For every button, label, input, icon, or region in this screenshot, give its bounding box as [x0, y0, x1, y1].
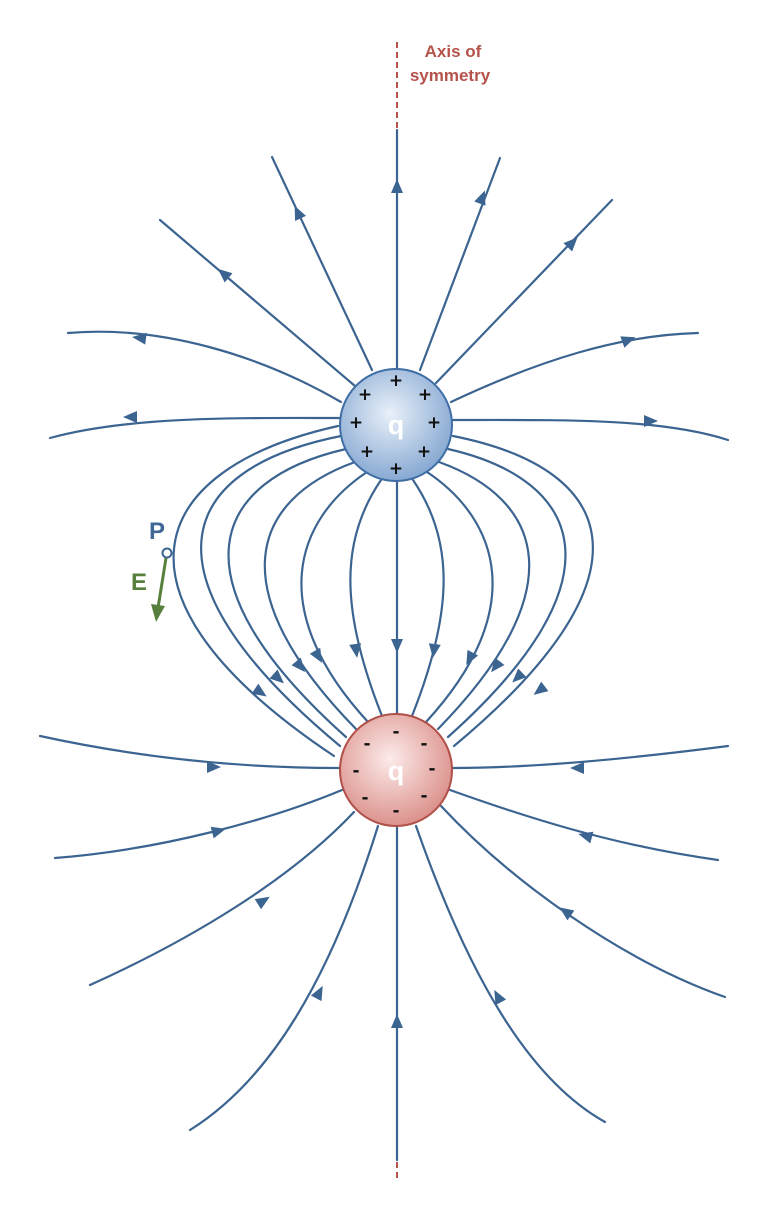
field-line: [414, 824, 607, 1124]
negative-sign: -: [392, 801, 399, 821]
field-line: [66, 330, 343, 404]
field-arrow-icon: [123, 411, 137, 423]
field-arrow-icon: [309, 647, 322, 663]
negative-signs: - - - - - - - -: [352, 722, 435, 821]
axis-label-line2: symmetry: [410, 66, 491, 85]
negative-sign: -: [420, 786, 427, 806]
field-arrow-icon: [428, 643, 441, 658]
positive-sign: +: [358, 385, 372, 405]
field-arrow-icon: [391, 179, 403, 193]
field-arrow-icon: [254, 896, 270, 910]
point-p: P: [149, 518, 173, 559]
field-arrow-icon: [578, 831, 594, 844]
field-lines: [38, 128, 730, 1162]
field-arrow-icon: [269, 669, 284, 684]
field-arrow-icon: [466, 649, 479, 666]
field-line: [410, 478, 445, 718]
field-line: [200, 434, 343, 748]
axis-label-line1: Axis of: [425, 42, 482, 61]
field-line: [451, 418, 730, 442]
field-arrow-icon: [310, 985, 323, 1002]
field-arrow-icon: [132, 332, 147, 345]
field-arrow-icon: [251, 683, 267, 697]
positive-charge: q + + + + + + + +: [339, 368, 453, 482]
field-vector-line: [156, 557, 168, 609]
field-arrow-icon: [620, 336, 636, 348]
field-vector-e: E: [131, 557, 168, 622]
negative-sign: -: [352, 761, 359, 781]
field-arrow-icon: [644, 415, 658, 427]
field-arrow-icon: [494, 989, 507, 1006]
field-line: [448, 788, 720, 862]
field-arrow-icon: [491, 657, 505, 673]
field-arrow-icon: [533, 681, 549, 695]
field-line: [270, 155, 374, 372]
field-arrow-icon: [349, 643, 362, 658]
negative-charge: q - - - - - - - -: [339, 713, 453, 827]
field-arrow-icon: [512, 668, 527, 683]
field-arrow-icon: [391, 1014, 403, 1028]
field-line: [418, 156, 502, 372]
negative-sign: -: [392, 722, 399, 742]
field-vector-label: E: [131, 569, 147, 596]
field-arrow-icon: [570, 762, 584, 774]
positive-sign: +: [389, 459, 403, 479]
negative-sign: -: [363, 734, 370, 754]
field-line: [53, 788, 344, 860]
positive-sign: +: [417, 442, 431, 462]
field-line: [446, 447, 567, 739]
positive-sign: +: [427, 413, 441, 433]
field-line: [172, 424, 340, 758]
field-line: [48, 416, 341, 440]
field-line: [227, 447, 348, 739]
field-arrow-icon: [559, 907, 575, 921]
field-arrow-icon: [563, 237, 578, 252]
point-label: P: [149, 518, 165, 545]
field-arrow-icon: [207, 761, 221, 773]
field-line: [349, 478, 384, 718]
positive-signs: + + + + + + + +: [349, 371, 441, 479]
negative-sign: -: [420, 734, 427, 754]
field-arrow-icon: [391, 639, 403, 653]
field-arrows: [123, 179, 658, 1028]
field-line: [449, 331, 700, 404]
field-line: [88, 810, 356, 987]
positive-charge-label: q: [388, 410, 405, 440]
positive-sign: +: [360, 442, 374, 462]
field-vector-arrow-icon: [151, 604, 165, 622]
negative-sign: -: [361, 788, 368, 808]
point-marker-icon: [161, 547, 173, 559]
field-arrow-icon: [210, 826, 226, 839]
field-arrow-icon: [217, 268, 233, 283]
positive-sign: +: [389, 371, 403, 391]
field-arrow-icon: [291, 657, 306, 673]
field-line: [188, 824, 380, 1132]
field-line: [263, 460, 358, 731]
field-line: [300, 470, 370, 724]
field-line: [434, 198, 614, 385]
negative-sign: -: [428, 759, 435, 779]
field-line: [451, 744, 730, 770]
field-arrow-icon: [474, 190, 486, 206]
negative-charge-label: q: [388, 756, 405, 786]
field-line: [38, 734, 341, 770]
positive-sign: +: [418, 385, 432, 405]
field-line: [424, 470, 494, 724]
field-line: [436, 460, 531, 731]
field-arrow-icon: [294, 205, 306, 221]
positive-sign: +: [349, 413, 363, 433]
field-line: [451, 434, 594, 748]
field-line: [158, 218, 357, 388]
